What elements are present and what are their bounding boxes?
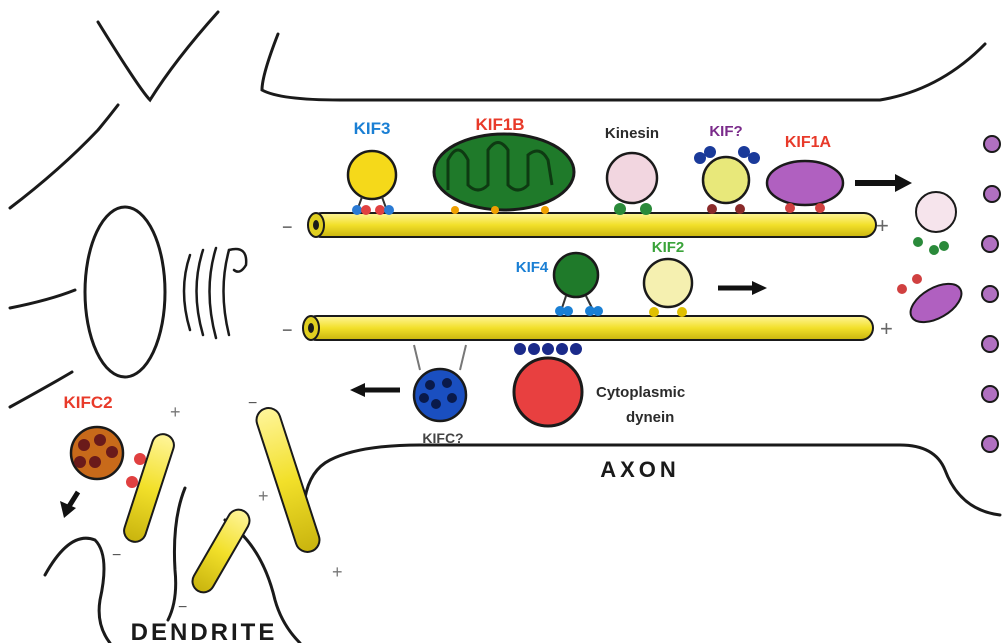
minus-end-top: −	[282, 217, 293, 237]
membrane-dendrite-left	[45, 538, 110, 643]
kif1b-label: KIF1B	[475, 115, 524, 134]
cytoplasmic-dynein	[514, 343, 582, 426]
anterograde-arrow-top	[855, 174, 912, 192]
kif2-label: KIF2	[652, 239, 685, 256]
kifc2-label: KIFC2	[63, 393, 112, 412]
released-cargo	[897, 192, 968, 330]
retrograde-arrow	[350, 383, 400, 397]
kif4-motor	[554, 253, 603, 316]
dendrite-minus-2: −	[178, 599, 187, 616]
microtubule-bottom	[303, 316, 873, 340]
microtubule-top	[308, 213, 876, 237]
axon-label: AXON	[600, 457, 680, 482]
synaptic-vesicles	[982, 136, 1000, 452]
kifc2-vesicle	[71, 427, 146, 488]
membrane-top-axon	[262, 34, 985, 100]
kifc-unknown-vesicle	[414, 345, 466, 421]
dendrite-plus-1: +	[170, 402, 181, 422]
kif2-vesicle	[644, 259, 692, 317]
cytoplasmic-dynein-label-1: Cytoplasmic	[596, 384, 685, 401]
nucleus	[85, 207, 165, 377]
dendrite-microtubule-1	[121, 431, 177, 544]
dendrite-label: DENDRITE	[131, 619, 278, 643]
dendrite-arrow	[60, 492, 78, 518]
kif1a-label: KIF1A	[785, 134, 832, 151]
kif3-label: KIF3	[354, 119, 391, 138]
membrane-top-left-v	[98, 12, 218, 100]
anterograde-arrow-middle	[718, 281, 767, 295]
kinesin-vesicle	[607, 153, 657, 215]
kinesin-label: Kinesin	[605, 125, 659, 142]
membrane-left-upper	[10, 105, 118, 208]
kif-unknown-label: KIF?	[709, 123, 742, 140]
kif-unknown-vesicle	[694, 146, 760, 214]
membrane-left-mid	[10, 290, 75, 308]
dendrite-plus-2: +	[258, 486, 269, 506]
cytoplasmic-dynein-label-2: dynein	[626, 409, 674, 426]
golgi-apparatus	[184, 248, 246, 338]
plus-end-bottom: +	[880, 316, 893, 341]
kif1a-vesicle	[767, 161, 843, 213]
kif4-label: KIF4	[516, 259, 549, 276]
kif1b-mitochondrion	[434, 134, 574, 214]
dendrite-minus-1: −	[112, 547, 121, 564]
dendrite-plus-3: +	[332, 562, 343, 582]
kif3-motor	[348, 151, 396, 215]
minus-end-bottom: −	[282, 320, 293, 340]
plus-end-top: +	[876, 213, 889, 238]
dendrite-microtubule-2	[188, 506, 253, 597]
dendrite-minus-3: −	[248, 395, 257, 412]
kifc-unknown-label: KIFC?	[422, 430, 463, 446]
